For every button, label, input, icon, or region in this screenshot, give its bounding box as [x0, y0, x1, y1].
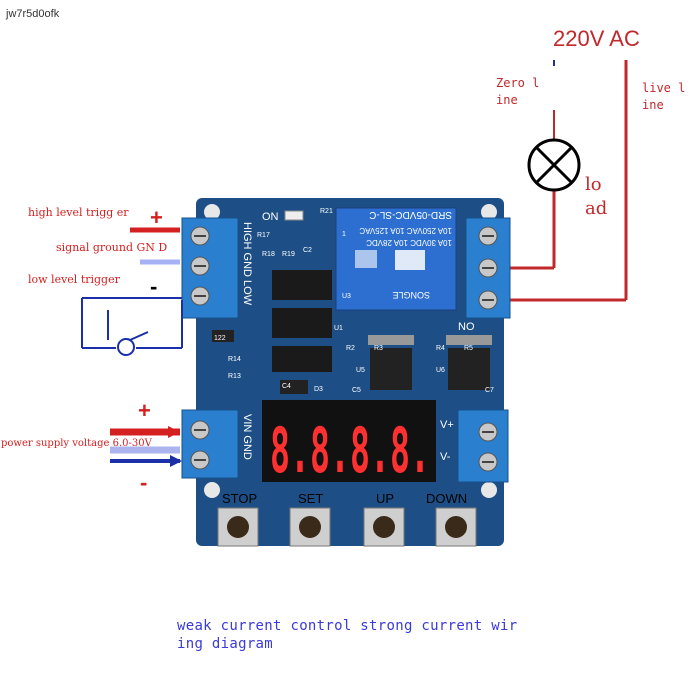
component-label: R14 — [228, 356, 241, 363]
positive-sign: + — [138, 398, 151, 423]
component-label: C4 — [282, 383, 291, 390]
on-label: ON — [262, 211, 279, 223]
up-button-label: UP — [376, 491, 394, 506]
relay-model-text: SRD-05VDC-SL-C — [369, 209, 452, 220]
load-label: lo ad — [585, 174, 608, 219]
signal-ground-label: signal ground GN D — [56, 241, 168, 254]
power-terminal-labels: VIN GND — [241, 414, 253, 460]
high-level-trigger-label: high level trigg er — [28, 206, 129, 219]
mount-hole — [204, 204, 220, 220]
component-label: C2 — [303, 247, 312, 254]
component-label: R17 — [257, 232, 270, 239]
component-label: R13 — [228, 373, 241, 380]
component-label: U6 — [436, 367, 445, 374]
live-line-label: live l ine — [642, 81, 686, 112]
relay-rating-text: 10A 30VDC 10A 28VDC — [366, 238, 452, 247]
component-label: R18 — [262, 251, 275, 258]
positive-sign: + — [150, 205, 163, 230]
display-digits: 8.8.8.8. — [270, 414, 430, 487]
component-label: 122 — [214, 335, 226, 342]
component-label: C7 — [485, 387, 494, 394]
relay-rating-text: 10A 250VAC 10A 125VAC — [359, 226, 452, 235]
no-label: NO — [458, 321, 475, 333]
supply-voltage-label: 220V AC — [553, 26, 640, 51]
component-label: D3 — [314, 386, 323, 393]
mount-hole — [481, 482, 497, 498]
diagram-caption: weak current control strong current wir … — [177, 617, 532, 653]
status-led — [284, 210, 304, 221]
input-terminal-block — [181, 217, 239, 319]
diode-chip — [280, 380, 308, 394]
input-terminal-labels: HIGH GND LOW — [241, 222, 253, 306]
down-button-label: DOWN — [426, 491, 467, 506]
mount-hole — [204, 482, 220, 498]
component-label: R2 — [346, 345, 355, 352]
set-button-label: SET — [298, 491, 323, 506]
component-label: U3 — [342, 293, 351, 300]
component-label: R5 — [464, 345, 473, 352]
power-terminal-block — [181, 409, 239, 479]
component-label: U5 — [356, 367, 365, 374]
switch-icon — [117, 338, 135, 356]
zero-line-label: Zero l ine — [496, 76, 540, 107]
component-label: C5 — [352, 387, 361, 394]
component-label: R19 — [282, 251, 295, 258]
left-wiring — [81, 227, 183, 467]
ac-wiring — [494, 60, 628, 302]
relay-terminal-block — [465, 217, 511, 319]
component-label: R4 — [436, 345, 445, 352]
led-display — [262, 400, 436, 482]
power-supply-voltage-label: power supply voltage 6.0-30V — [1, 438, 152, 449]
mount-hole — [481, 204, 497, 220]
negative-sign: - — [140, 470, 147, 495]
button-row — [217, 507, 477, 547]
component-label: R21 — [320, 208, 333, 215]
mosfet-chips — [368, 335, 492, 390]
output-vminus-label: V- — [440, 451, 451, 463]
relay — [335, 207, 457, 311]
stop-button-label: STOP — [222, 491, 257, 506]
low-level-trigger-label: low level trigger — [28, 273, 120, 286]
output-vplus-label: V+ — [440, 419, 454, 431]
watermark: jw7r5d0ofk — [6, 8, 60, 20]
component-label: U1 — [334, 325, 343, 332]
component-label: 1 — [342, 231, 346, 238]
negative-sign: - — [150, 274, 157, 299]
output-terminal-block — [457, 409, 509, 483]
optocoupler-chips — [272, 270, 332, 372]
relay-brand-text: SONGLE — [392, 290, 430, 300]
lamp-icon — [527, 138, 581, 192]
resistor-chip — [212, 330, 234, 342]
component-label: R3 — [374, 345, 383, 352]
